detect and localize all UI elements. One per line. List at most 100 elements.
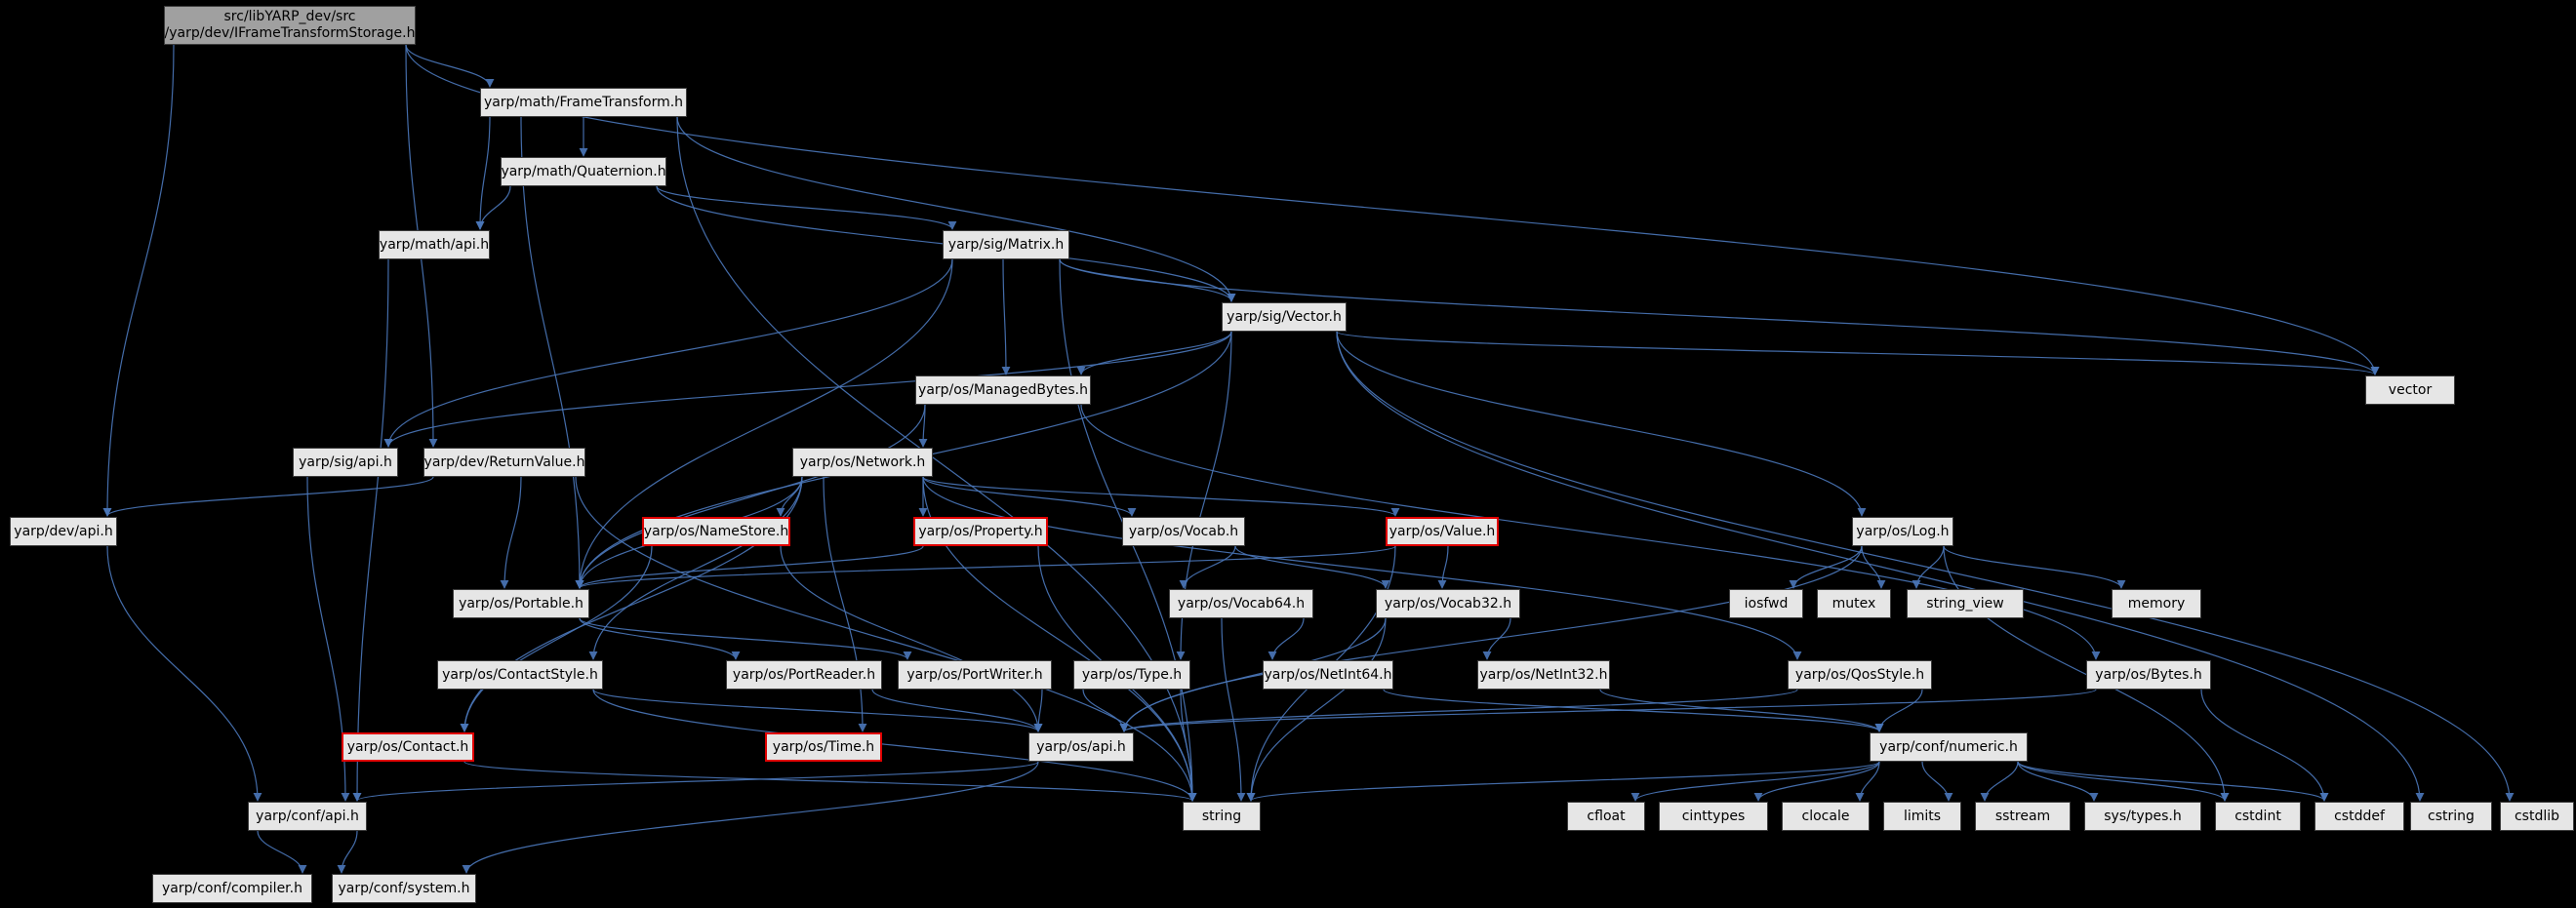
graph-node-netint32[interactable]: yarp/os/NetInt32.h <box>1477 660 1610 690</box>
graph-node-confapi[interactable]: yarp/conf/api.h <box>248 802 367 831</box>
graph-edge-log-memory <box>1943 545 2126 589</box>
graph-node-vocab[interactable]: yarp/os/Vocab.h <box>1122 517 1245 546</box>
graph-node-label: limits <box>1903 808 1942 824</box>
graph-edge-vocab-vocab64 <box>1179 545 1236 589</box>
graph-node-string[interactable]: string <box>1183 802 1261 831</box>
graph-node-time[interactable]: yarp/os/Time.h <box>765 732 882 762</box>
graph-node-system[interactable]: yarp/conf/system.h <box>332 874 476 903</box>
graph-edge-numeric-cfloat <box>1630 761 1880 802</box>
graph-node-vector_sig[interactable]: yarp/sig/Vector.h <box>1222 302 1347 332</box>
graph-node-quaternion[interactable]: yarp/math/Quaternion.h <box>501 157 666 186</box>
graph-node-label: string <box>1201 808 1242 824</box>
graph-node-label: yarp/os/Type.h <box>1081 666 1183 683</box>
graph-node-clocale[interactable]: clocale <box>1782 802 1870 831</box>
graph-node-main[interactable]: src/libYARP_dev/src /yarp/dev/IFrameTran… <box>164 6 416 45</box>
graph-edge-bytes-osapi <box>1119 689 2097 732</box>
graph-edge-returnvalue-devapi <box>102 476 434 517</box>
graph-node-qosstyle[interactable]: yarp/os/QosStyle.h <box>1788 660 1932 690</box>
graph-node-portwriter[interactable]: yarp/os/PortWriter.h <box>898 660 1052 690</box>
graph-node-bytes[interactable]: yarp/os/Bytes.h <box>2086 660 2211 690</box>
graph-node-label: yarp/os/Portable.h <box>459 595 584 612</box>
graph-node-memory[interactable]: memory <box>2112 589 2201 618</box>
graph-node-type[interactable]: yarp/os/Type.h <box>1073 660 1190 690</box>
graph-node-sstream[interactable]: sstream <box>1975 802 2071 831</box>
graph-edge-osapi-system <box>462 761 1039 874</box>
graph-node-namestore[interactable]: yarp/os/NameStore.h <box>642 517 790 546</box>
graph-edge-vocab-vocab32 <box>1234 545 1390 589</box>
graph-node-cstring[interactable]: cstring <box>2410 802 2492 831</box>
graph-node-managedbytes[interactable]: yarp/os/ManagedBytes.h <box>915 375 1091 405</box>
graph-node-cfloat[interactable]: cfloat <box>1567 802 1645 831</box>
graph-edge-frametransform-vector_sig <box>676 116 1236 302</box>
graph-node-value[interactable]: yarp/os/Value.h <box>1386 517 1499 546</box>
graph-node-compiler[interactable]: yarp/conf/compiler.h <box>152 874 312 903</box>
graph-node-vocab32[interactable]: yarp/os/Vocab32.h <box>1376 589 1520 618</box>
graph-edge-frametransform-portable <box>520 116 584 589</box>
graph-node-mathapi[interactable]: yarp/math/api.h <box>379 230 490 259</box>
graph-node-label: clocale <box>1801 808 1850 824</box>
graph-edge-netint64-numeric <box>1383 689 1884 732</box>
graph-edge-matrix-sigapi <box>383 258 953 448</box>
graph-edge-portreader-osapi <box>871 689 1043 732</box>
graph-node-matrix[interactable]: yarp/sig/Matrix.h <box>943 230 1069 259</box>
graph-edge-contactstyle-string <box>592 689 1197 802</box>
graph-node-osapi[interactable]: yarp/os/api.h <box>1028 732 1134 762</box>
graph-edge-vector_sig-cstring <box>1336 331 2425 802</box>
graph-node-label: yarp/os/Contact.h <box>346 738 469 755</box>
graph-node-cstddef[interactable]: cstddef <box>2314 802 2404 831</box>
graph-node-systypes[interactable]: sys/types.h <box>2084 802 2201 831</box>
graph-node-label: yarp/os/NetInt64.h <box>1264 666 1392 683</box>
graph-node-label: yarp/math/Quaternion.h <box>501 163 666 179</box>
graph-node-mutex[interactable]: mutex <box>1817 589 1891 618</box>
graph-node-returnvalue[interactable]: yarp/dev/ReturnValue.h <box>423 448 585 477</box>
graph-edge-contact-string <box>463 761 1197 802</box>
graph-node-label: string_view <box>1926 595 2004 612</box>
graph-node-label: yarp/os/PortWriter.h <box>906 666 1043 683</box>
graph-edge-network-vocab <box>922 476 1137 517</box>
graph-node-label: yarp/os/ManagedBytes.h <box>918 381 1088 398</box>
graph-node-label: yarp/conf/api.h <box>256 808 359 824</box>
graph-node-label: yarp/os/PortReader.h <box>732 666 876 683</box>
graph-node-portable[interactable]: yarp/os/Portable.h <box>453 589 589 618</box>
graph-node-contact[interactable]: yarp/os/Contact.h <box>342 732 474 762</box>
graph-node-log[interactable]: yarp/os/Log.h <box>1852 517 1953 546</box>
graph-edge-contactstyle-osapi <box>592 689 1043 732</box>
graph-edge-devapi-confapi <box>106 545 262 802</box>
graph-node-cstdint[interactable]: cstdint <box>2215 802 2301 831</box>
graph-node-numeric[interactable]: yarp/conf/numeric.h <box>1870 732 2028 762</box>
graph-node-vector_std[interactable]: vector <box>2365 375 2455 405</box>
graph-edge-vector_sig-log <box>1336 331 1867 517</box>
graph-node-netint64[interactable]: yarp/os/NetInt64.h <box>1263 660 1393 690</box>
graph-edge-matrix-portable <box>575 258 953 589</box>
graph-node-label: mutex <box>1831 595 1876 612</box>
graph-edge-numeric-cstdint <box>2017 761 2230 802</box>
graph-edge-value-portable <box>575 545 1396 589</box>
graph-node-devapi[interactable]: yarp/dev/api.h <box>10 517 117 546</box>
graph-node-contactstyle[interactable]: yarp/os/ContactStyle.h <box>437 660 603 690</box>
graph-edge-numeric-string <box>1246 761 1880 802</box>
graph-node-portreader[interactable]: yarp/os/PortReader.h <box>726 660 882 690</box>
graph-node-vocab64[interactable]: yarp/os/Vocab64.h <box>1169 589 1313 618</box>
graph-node-cstdlib[interactable]: cstdlib <box>2500 802 2574 831</box>
graph-edge-qosstyle-numeric <box>1874 689 1923 732</box>
graph-edge-portable-portwriter <box>579 617 912 660</box>
graph-edge-managedbytes-bytes <box>1080 404 2101 660</box>
graph-edge-type-string <box>1180 689 1197 802</box>
graph-node-network[interactable]: yarp/os/Network.h <box>792 448 933 477</box>
graph-node-iosfwd[interactable]: iosfwd <box>1729 589 1803 618</box>
graph-node-stringview[interactable]: string_view <box>1907 589 2024 618</box>
graph-node-sigapi[interactable]: yarp/sig/api.h <box>293 448 398 477</box>
graph-edge-network-time <box>823 476 867 732</box>
graph-node-limits[interactable]: limits <box>1883 802 1961 831</box>
graph-node-label: yarp/os/QosStyle.h <box>1794 666 1925 683</box>
graph-node-cinttypes[interactable]: cinttypes <box>1659 802 1768 831</box>
graph-node-property[interactable]: yarp/os/Property.h <box>913 517 1048 546</box>
graph-edge-numeric-clocale <box>1855 761 1880 802</box>
graph-node-label: yarp/os/api.h <box>1036 738 1126 755</box>
graph-node-label: yarp/os/Bytes.h <box>2095 666 2202 683</box>
graph-node-label: cstddef <box>2334 808 2385 824</box>
graph-node-label: yarp/os/Vocab.h <box>1128 523 1239 539</box>
graph-node-frametransform[interactable]: yarp/math/FrameTransform.h <box>480 88 687 117</box>
graph-edge-vocab64-string <box>1221 617 1246 802</box>
graph-edge-network-qosstyle <box>922 476 1802 660</box>
